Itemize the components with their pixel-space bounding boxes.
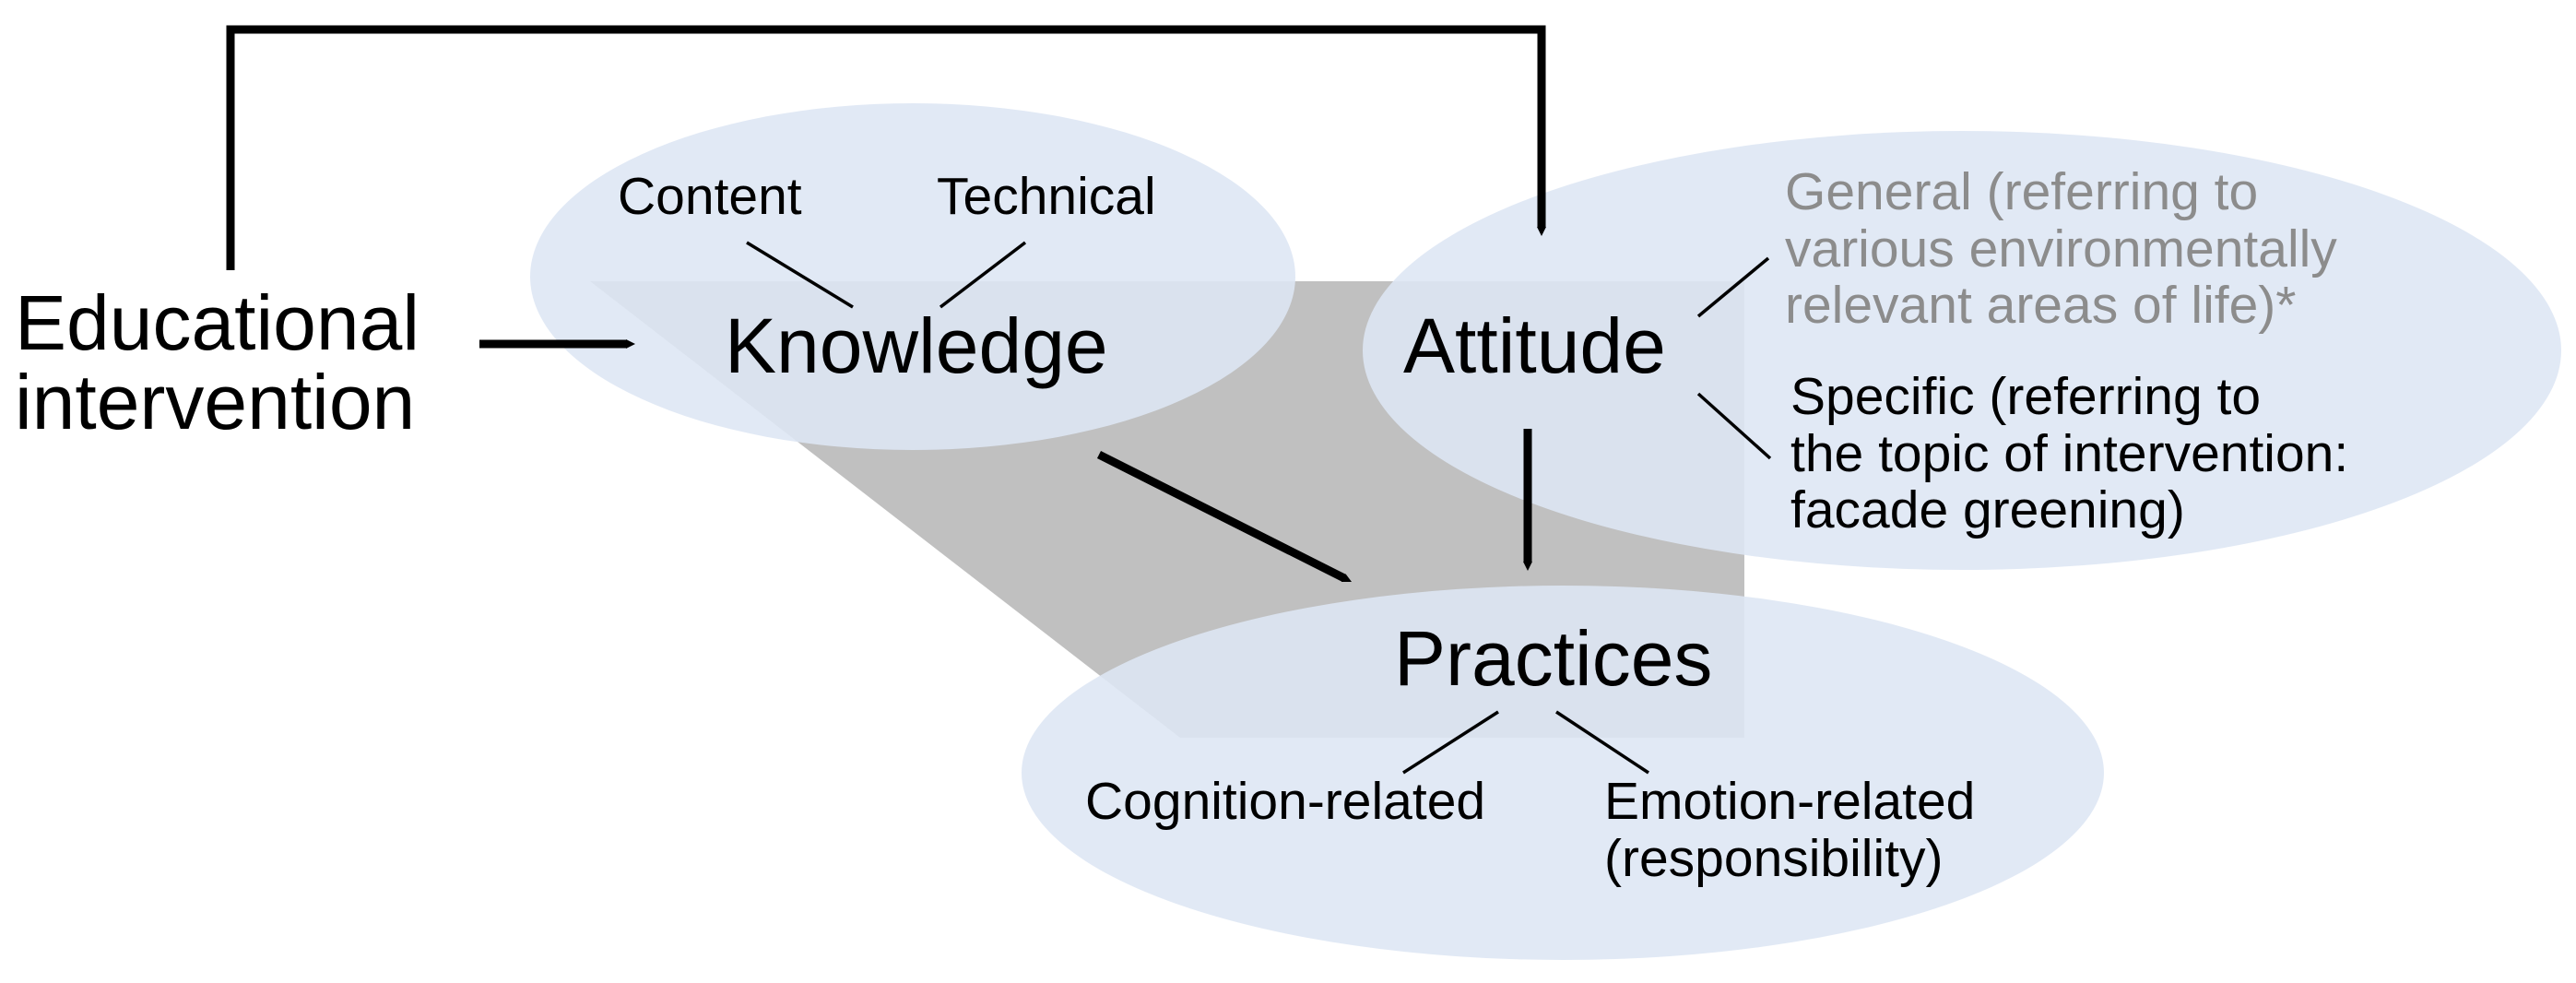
general-attitude-label: General (referring to various environmen… bbox=[1785, 162, 2337, 336]
practices-label: Practices bbox=[1394, 615, 1713, 702]
sub-concept-connectors bbox=[746, 241, 1772, 775]
technical-label: Technical bbox=[937, 167, 1156, 226]
attitude-label: Attitude bbox=[1403, 302, 1666, 389]
cognition-related-label: Cognition-related bbox=[1085, 772, 1486, 831]
arrows bbox=[226, 25, 1546, 583]
intervention-label: Educational intervention bbox=[15, 279, 419, 445]
content-connector bbox=[746, 241, 854, 309]
cognition-connector bbox=[1402, 710, 1499, 775]
practices-ellipse bbox=[1022, 586, 2104, 960]
specific-attitude-label: Specific (referring to the topic of inte… bbox=[1790, 367, 2349, 540]
emotion-connector bbox=[1555, 710, 1649, 775]
knowledge-to-practices-arrow bbox=[1096, 450, 1353, 583]
specific-connector bbox=[1696, 392, 1772, 460]
attitude-ellipse bbox=[1363, 131, 2561, 570]
intervention-to-attitude-arrow bbox=[226, 25, 1546, 270]
knowledge-label: Knowledge bbox=[725, 302, 1108, 389]
technical-connector bbox=[939, 241, 1027, 309]
knowledge-ellipse bbox=[530, 103, 1295, 450]
emotion-related-label: Emotion-related (responsibility) bbox=[1604, 772, 1976, 888]
content-label: Content bbox=[618, 167, 802, 226]
general-connector bbox=[1696, 256, 1770, 318]
